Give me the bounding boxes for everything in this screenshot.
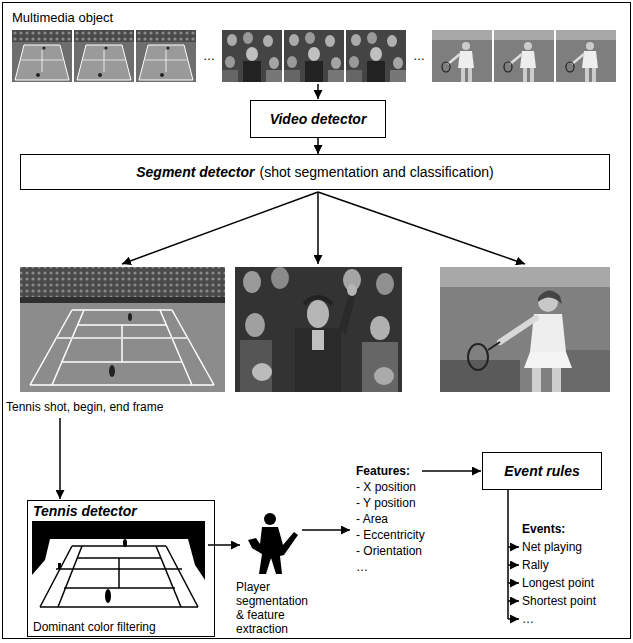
annotation-label: - Orientation	[356, 544, 422, 558]
annotation-label: Tennis shot, begin, end frame	[6, 400, 163, 414]
annotation-label: …	[413, 49, 425, 63]
annotation-label: Events:	[522, 522, 565, 536]
event-branches	[508, 490, 519, 619]
frame-title: Multimedia object	[12, 10, 113, 25]
flow-connector	[317, 138, 319, 154]
annotation-label: Longest point	[522, 576, 594, 590]
annotation-label: - X position	[356, 480, 416, 494]
box-title: Segment detector	[136, 164, 254, 181]
flow-arrow	[302, 529, 350, 531]
video-frames	[12, 30, 616, 82]
box-text-line: Segment detector (shot segmentation and c…	[136, 163, 493, 181]
annotation-label: …	[522, 612, 534, 626]
detector-box: Tennis detectorDominant color filtering	[27, 500, 215, 637]
rule-box: Event rules	[482, 452, 602, 490]
annotation-label: Features:	[356, 464, 410, 478]
player-silhouette	[248, 513, 298, 574]
annotation-label: Player segmentation & feature extraction	[236, 580, 318, 636]
branch-arrows	[122, 192, 525, 264]
image-caption: Dominant color filtering	[33, 620, 156, 634]
annotation-label: …	[203, 49, 215, 63]
process-box: Segment detector (shot segmentation and c…	[20, 154, 610, 190]
annotation-label: Net playing	[522, 540, 582, 554]
dominant-color-image	[32, 521, 205, 614]
player-shot-image	[440, 267, 610, 392]
box-title: Event rules	[504, 463, 579, 480]
flow-arrow	[59, 418, 61, 499]
court-shot-image	[20, 267, 225, 392]
crowd-shot-image	[235, 267, 402, 392]
box-subtitle: (shot segmentation and classification)	[260, 164, 494, 181]
annotation-label: - Eccentricity	[356, 528, 425, 542]
box-title: Tennis detector	[33, 503, 137, 520]
flow-arrow	[208, 544, 240, 546]
annotation-label: - Y position	[356, 496, 416, 510]
annotation-label: …	[356, 560, 368, 574]
annotation-label: Shortest point	[522, 594, 596, 608]
flow-arrow	[422, 470, 481, 472]
box-title: Video detector	[270, 111, 367, 128]
flow-arrow	[317, 84, 319, 99]
annotation-label: - Area	[356, 512, 388, 526]
annotation-label: Rally	[522, 558, 549, 572]
process-box: Video detector	[250, 100, 386, 138]
